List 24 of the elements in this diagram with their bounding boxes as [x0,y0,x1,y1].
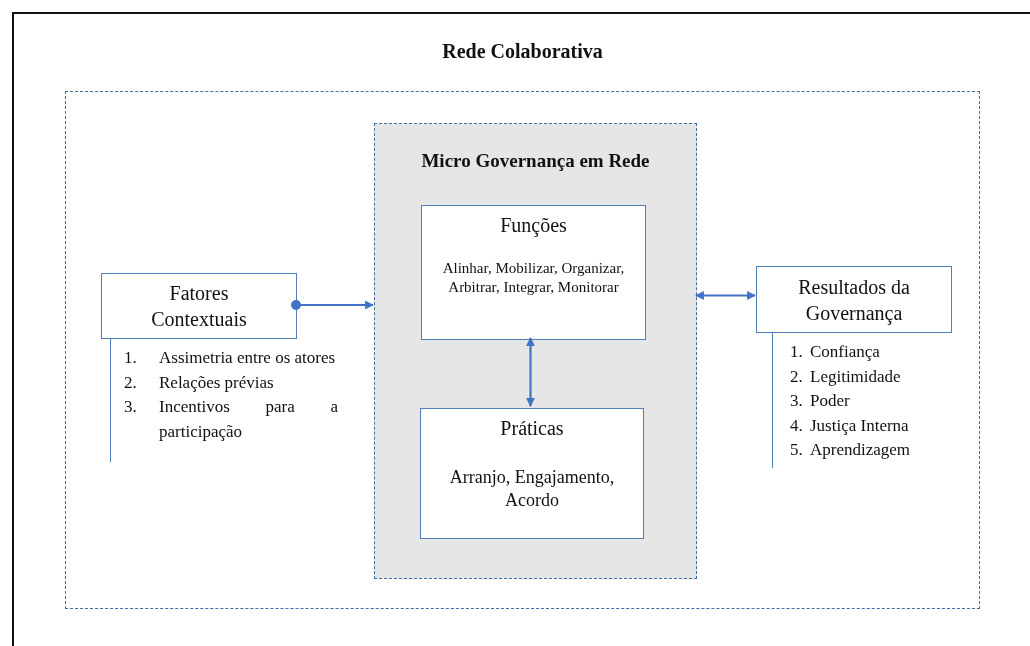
list-item: 5. Aprendizagem [790,439,912,461]
process-box [756,266,952,333]
box-text: Alinhar, Mobilizar, Organizar, Arbitrar, Integrar, Monitorar [441,259,626,297]
arrow [695,291,756,300]
dashed-group-box [374,123,697,579]
arrow [526,337,535,407]
process-box [420,408,644,539]
list-item: 2. Relações prévias [124,371,275,394]
box-title: Fatores Contextuais [150,281,248,332]
list-item: 4. Justiça Interna [790,414,910,437]
process-box [421,205,646,340]
process-box [101,273,297,339]
box-title: Práticas [500,417,564,440]
list-item: 1. Assimetria entre os atores [124,347,337,369]
arrow [291,300,374,310]
group-title: Micro Governança em Rede [421,150,650,172]
box-text: Arranjo, Engajamento, Acordo [448,466,616,511]
box-title: Resultados da Governança [797,274,911,326]
list-item: 2. Legitimidade [790,365,902,388]
list-item: 3. Incentivos para a participação [124,396,338,443]
box-title: Funções [500,214,567,237]
diagram-heading: Rede Colaborativa [441,40,604,63]
list-item: 3. Poder [790,390,851,412]
list-item: 1. Confiança [790,341,881,363]
